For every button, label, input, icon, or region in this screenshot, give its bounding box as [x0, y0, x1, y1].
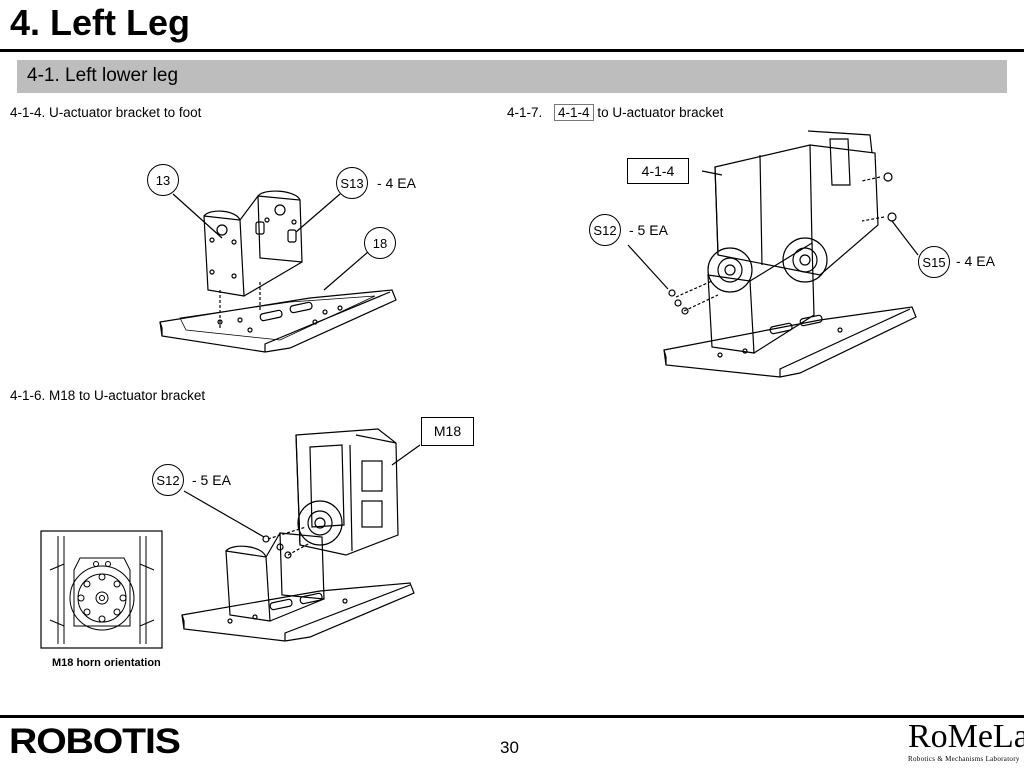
callout-s13: S13 [336, 167, 368, 199]
callout-13: 13 [147, 164, 179, 196]
step-description: to U-actuator bracket [593, 105, 724, 120]
callout-s12-top-qty: - 5 EA [629, 222, 668, 238]
step-4-1-4-label: 4-1-4. U-actuator bracket to foot [10, 105, 202, 120]
callout-18-text: 18 [373, 236, 387, 251]
figure-m18-to-bracket [181, 428, 420, 642]
section-title: 4-1. Left lower leg [27, 65, 179, 86]
romela-subtitle: Robotics & Mechanisms Laboratory [908, 755, 1020, 763]
callout-s13-qty: - 4 EA [377, 175, 416, 191]
callout-s12-bottom-text: S12 [156, 473, 179, 488]
title-divider [0, 49, 1024, 52]
callout-ref-4-1-4-text: 4-1-4 [641, 163, 675, 179]
callout-s15-text: S15 [922, 255, 945, 270]
section-header: 4-1. Left lower leg [17, 60, 1007, 93]
callout-s12-top-text: S12 [593, 223, 616, 238]
callout-s12-bottom: S12 [152, 464, 184, 496]
step-4-1-6-label: 4-1-6. M18 to U-actuator bracket [10, 388, 206, 403]
footer-divider [0, 715, 1024, 718]
callout-s15-qty: - 4 EA [956, 253, 995, 269]
callout-18: 18 [364, 227, 396, 259]
robotis-logo: ROBOTIS [9, 722, 181, 761]
callout-m18-text: M18 [433, 423, 462, 439]
callout-s15: S15 [918, 246, 950, 278]
callout-s12-top: S12 [589, 214, 621, 246]
inset-horn-orientation [40, 530, 163, 649]
page-title: 4. Left Leg [10, 2, 191, 43]
romela-logo: RoMeLa [908, 718, 1024, 755]
inset-caption: M18 horn orientation [52, 657, 161, 669]
figure-bracket-to-foot [159, 190, 397, 353]
figure-assembly-to-bracket [627, 130, 919, 378]
callout-s12-bottom-qty: - 5 EA [192, 472, 231, 488]
callout-s13-text: S13 [340, 176, 363, 191]
callout-ref-4-1-4: 4-1-4 [627, 158, 689, 184]
callout-13-text: 13 [156, 173, 170, 188]
step-reference-box: 4-1-4 [554, 104, 594, 121]
step-number: 4-1-7. [507, 105, 543, 120]
page-number: 30 [500, 738, 519, 757]
step-4-1-7-label: 4-1-7. 4-1-4 to U-actuator bracket [507, 104, 724, 121]
callout-m18: M18 [421, 417, 474, 446]
